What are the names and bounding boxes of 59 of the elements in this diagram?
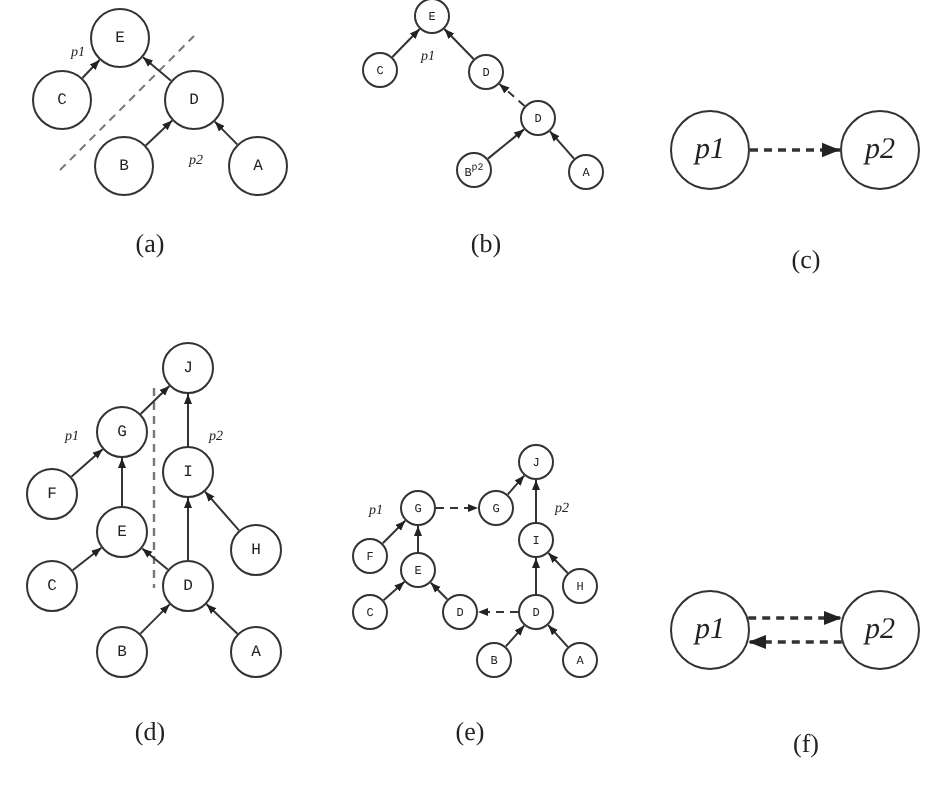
arrow <box>204 490 240 532</box>
arrow <box>142 56 172 82</box>
panel-caption: (f) <box>793 728 819 760</box>
arrow <box>477 608 519 616</box>
arrow <box>118 457 126 507</box>
arrow <box>532 479 540 523</box>
arrow <box>81 59 101 79</box>
panel-caption: (e) <box>455 716 485 748</box>
arrow <box>748 634 842 650</box>
arrow <box>139 385 171 415</box>
graph-node: E <box>90 8 150 68</box>
arrow <box>547 552 569 574</box>
arrow <box>184 393 192 447</box>
arrow <box>205 603 239 635</box>
arrow <box>141 547 169 571</box>
panel-caption: (b) <box>470 228 502 260</box>
graph-node: F <box>26 468 78 520</box>
arrow <box>414 525 422 553</box>
graph-node: p1 <box>670 110 750 190</box>
arrow <box>532 557 540 595</box>
arrow <box>498 83 526 107</box>
arrow <box>748 610 842 626</box>
panel-caption: (c) <box>791 244 821 276</box>
graph-node: D <box>162 560 214 612</box>
arrow <box>213 120 239 146</box>
arrow <box>70 448 104 478</box>
arrow <box>547 624 569 648</box>
arrow <box>443 28 475 60</box>
arrow <box>506 474 526 496</box>
graph-node: H <box>230 524 282 576</box>
arrow <box>71 546 103 572</box>
arrow <box>144 119 174 147</box>
graph-node: A <box>228 136 288 196</box>
arrow <box>382 580 406 602</box>
graph-node: p2 <box>840 590 920 670</box>
arrow <box>750 142 840 158</box>
graph-node: D <box>164 70 224 130</box>
graph-node: G <box>96 406 148 458</box>
graph-node: B <box>94 136 154 196</box>
arrow <box>139 603 171 635</box>
graph-node: B <box>96 626 148 678</box>
arrow <box>487 128 525 160</box>
graph-node: C <box>32 70 92 130</box>
graph-node: I <box>162 446 214 498</box>
graph-node: C <box>26 560 78 612</box>
arrow <box>184 497 192 561</box>
arrow <box>549 130 575 160</box>
panel-caption: (d) <box>134 716 166 748</box>
graph-node: E <box>96 506 148 558</box>
graph-node: J <box>162 342 214 394</box>
arrow <box>391 28 421 58</box>
arrow <box>435 504 479 512</box>
graph-node: p1 <box>670 590 750 670</box>
arrow <box>381 519 407 545</box>
graph-node: p2 <box>840 110 920 190</box>
arrow <box>504 624 526 648</box>
arrow <box>429 581 449 601</box>
panel-caption: (a) <box>135 228 165 260</box>
graph-node: A <box>230 626 282 678</box>
